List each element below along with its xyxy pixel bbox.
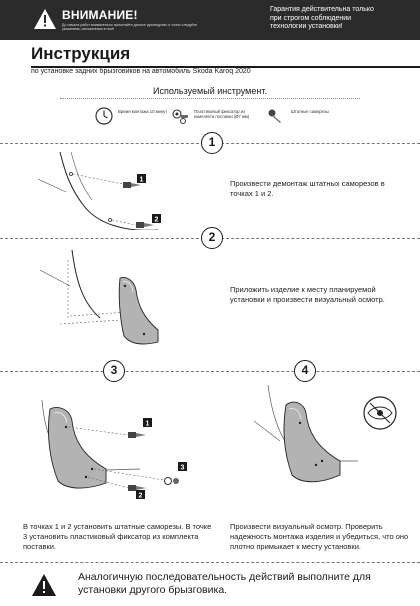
warning-icon — [34, 9, 56, 29]
step-1-illustration: 1 2 — [38, 152, 161, 230]
step-badge-2: 2 — [201, 227, 223, 249]
guarantee-note: Гарантия действительна только при строго… — [270, 6, 374, 30]
tool-label: Штатные саморезы — [291, 109, 329, 114]
page-subtitle: по установке задних брызговиков на автом… — [31, 68, 251, 75]
title-divider — [31, 66, 420, 68]
tools-heading: Используемый инструмент. — [153, 86, 267, 96]
screw-icon — [123, 182, 141, 188]
step-4-illustration — [253, 385, 397, 483]
warning-subtext: До начала работ внимательно прочитайте д… — [62, 23, 197, 32]
footer-note: Аналогичную последовательность действий … — [78, 571, 371, 596]
step-3-text: В точках 1 и 2 установить штатные саморе… — [23, 522, 212, 551]
step-badge-4: 4 — [294, 360, 316, 382]
clock-icon — [95, 107, 113, 125]
step-2-text: Приложить изделие к месту планируемой ус… — [230, 285, 385, 304]
step-badge-1: 1 — [201, 132, 223, 154]
plastic-clip-icon — [164, 477, 179, 485]
step-4-text: Произвести визуальный осмотр. Проверить … — [230, 522, 409, 551]
callout-badge — [178, 462, 187, 471]
callout-label: 1 — [146, 421, 150, 428]
warning-icon — [32, 574, 56, 596]
mudflap-shape — [48, 407, 107, 489]
step-2-illustration — [40, 250, 159, 345]
callout-label: 1 — [140, 177, 144, 184]
screw-icon — [268, 109, 281, 123]
step-badge-3: 3 — [103, 360, 125, 382]
callout-badge — [137, 174, 146, 183]
warning-title: ВНИМАНИЕ! — [62, 8, 138, 22]
step-1-text: Произвести демонтаж штатных саморезов в … — [230, 179, 385, 198]
mudflap-shape — [283, 401, 341, 483]
warning-header: ВНИМАНИЕ! До начала работ внимательно пр… — [0, 0, 420, 40]
screw-icon — [128, 485, 146, 491]
tool-label: Время монтажа 10 минут — [118, 109, 168, 114]
tool-label: Пластиковый фиксатор из комплекта постав… — [194, 109, 250, 119]
screw-icon — [136, 222, 154, 228]
page-title: Инструкция — [31, 44, 131, 63]
callout-label: 2 — [139, 493, 143, 500]
inspection-eye-icon — [363, 396, 397, 430]
tools-divider — [60, 98, 360, 99]
step-divider — [0, 371, 420, 372]
callout-label: 3 — [181, 465, 185, 472]
callout-badge — [136, 490, 145, 499]
plastic-clip-icon — [172, 109, 188, 124]
screw-icon — [128, 432, 146, 438]
callout-badge — [152, 214, 161, 223]
footer-divider — [0, 562, 420, 563]
mudflap-shape — [118, 277, 159, 345]
step-3-illustration: 1 2 3 — [41, 399, 187, 500]
callout-badge — [143, 418, 152, 427]
callout-label: 2 — [155, 217, 159, 224]
